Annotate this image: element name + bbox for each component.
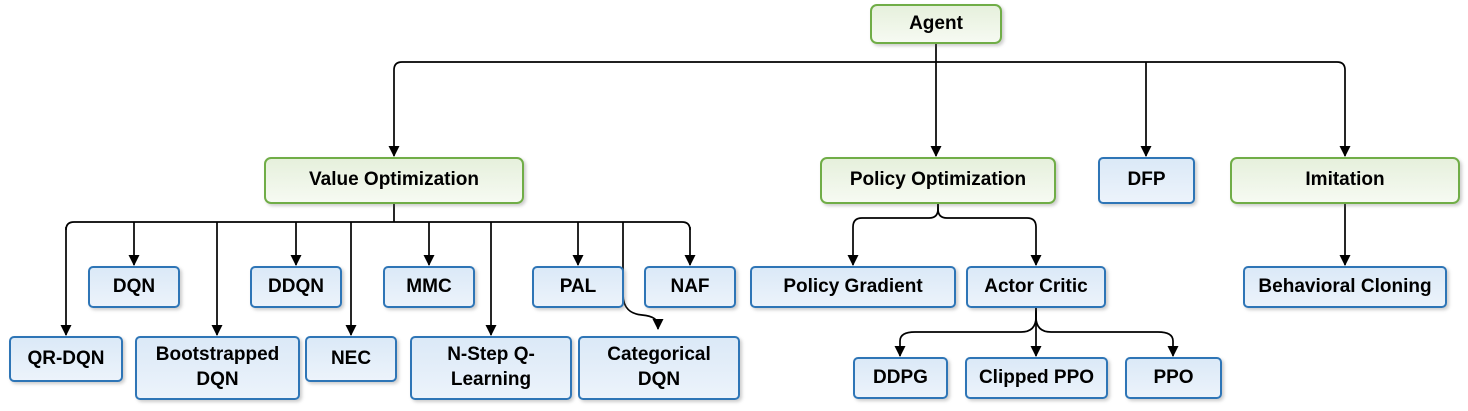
- node-qr-dqn: QR-DQN: [9, 336, 123, 382]
- edge-value-optimization-categorical-dqn: [622, 222, 664, 330]
- edge-policy-optimization-actor-critic: [937, 204, 1042, 266]
- node-naf: NAF: [644, 266, 736, 308]
- edge-policy-optimization-policy-gradient: [847, 204, 939, 266]
- edge-agent-imitation: [936, 61, 1351, 157]
- node-nec: NEC: [305, 336, 397, 382]
- edge-actor-critic-ddpg: [894, 308, 1037, 357]
- node-behavioral-cloning: Behavioral Cloning: [1243, 266, 1447, 308]
- node-mmc: MMC: [383, 266, 475, 308]
- node-pal: PAL: [532, 266, 624, 308]
- node-ddpg: DDPG: [853, 357, 948, 399]
- node-dqn: DQN: [88, 266, 180, 308]
- node-policy-optimization: Policy Optimization: [820, 157, 1056, 204]
- node-policy-gradient: Policy Gradient: [750, 266, 956, 308]
- node-ddqn: DDQN: [250, 266, 342, 308]
- edge-agent-value-optimization: [388, 61, 936, 157]
- edge-value-optimization-bar: [65, 221, 691, 231]
- node-dfp: DFP: [1098, 157, 1195, 204]
- node-bootstrapped-dqn: Bootstrapped DQN: [135, 336, 300, 400]
- node-agent: Agent: [870, 4, 1002, 44]
- node-clipped-ppo: Clipped PPO: [965, 357, 1108, 399]
- node-ppo: PPO: [1125, 357, 1222, 399]
- node-n-step-q-learning: N-Step Q-Learning: [410, 336, 572, 400]
- node-actor-critic: Actor Critic: [966, 266, 1106, 308]
- node-imitation: Imitation: [1230, 157, 1460, 204]
- node-categorical-dqn: Categorical DQN: [578, 336, 740, 400]
- node-value-optimization: Value Optimization: [264, 157, 524, 204]
- edge-actor-critic-ppo: [1035, 308, 1179, 357]
